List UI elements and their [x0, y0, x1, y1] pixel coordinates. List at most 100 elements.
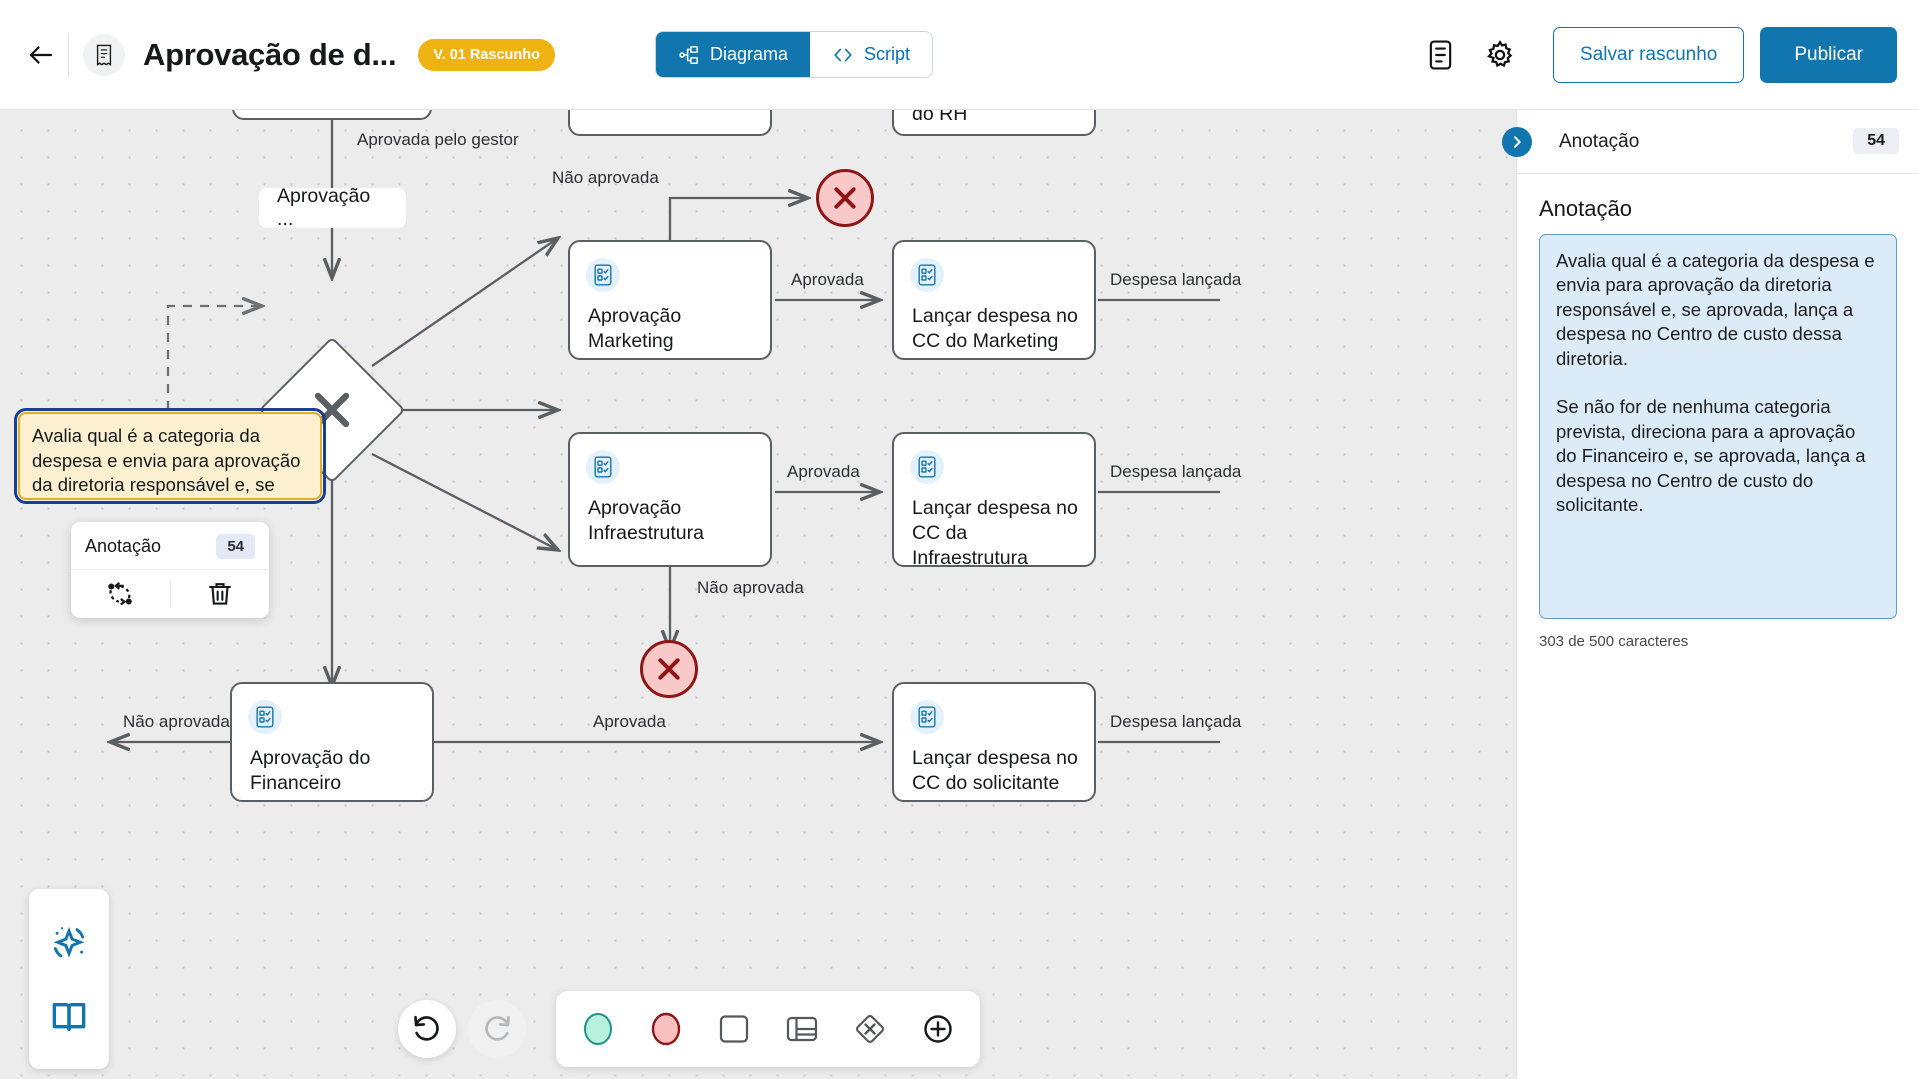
trash-icon: [208, 583, 231, 605]
tab-script-label: Script: [864, 44, 911, 64]
settings-button[interactable]: [1475, 30, 1525, 80]
gateway-shape-button[interactable]: [842, 1001, 898, 1057]
edge-label-aprovada-marketing: Aprovada: [791, 270, 864, 289]
character-counter: 303 de 500 caracteres: [1539, 633, 1689, 650]
edge-label-nao-aprovada-financeiro: Não aprovada: [123, 712, 230, 731]
redo-button[interactable]: [468, 1000, 526, 1058]
view-mode-toggle: Diagrama Script: [655, 31, 934, 78]
redo-icon: [485, 1015, 510, 1041]
collapse-panel-button[interactable]: [1502, 127, 1532, 157]
delete-button[interactable]: [171, 570, 270, 618]
reconnect-button[interactable]: [71, 570, 170, 618]
edge-label-aprovada-pelo-gestor: Aprovada pelo gestor: [357, 130, 519, 149]
annotation-popover-title: Anotação: [85, 536, 162, 556]
annotation-note[interactable]: Avalia qual é a categoria da despesa e e…: [14, 408, 326, 504]
tab-diagrama[interactable]: Diagrama: [656, 32, 811, 77]
node-top-right[interactable]: do RH: [892, 110, 1096, 136]
edge-label-despesa-lancada-marketing: Despesa lançada: [1110, 270, 1242, 289]
diagram-canvas[interactable]: do RH Aprovação ...: [0, 110, 1516, 1079]
tab-diagrama-label: Diagrama: [710, 44, 789, 64]
node-label: Lançar despesa no CC do solicitante: [912, 747, 1078, 794]
form-check-icon: [586, 450, 620, 484]
lane-icon: [786, 1016, 818, 1042]
version-badge: V. 01 Rascunho: [418, 38, 555, 71]
annotation-popover: Anotação 54: [71, 522, 269, 618]
header-actions: Salvar rascunho Publicar: [1415, 0, 1897, 110]
node-label: Lançar despesa no CC do Marketing: [912, 305, 1078, 352]
arrow-left-icon: [29, 45, 53, 64]
node-aprovacao-infraestrutura[interactable]: Aprovação Infraestrutura: [568, 432, 772, 567]
node-aprovacao-marketing[interactable]: Aprovação Marketing: [568, 240, 772, 360]
node-label: Aprovação Marketing: [588, 305, 682, 352]
gateway-diamond-icon: [856, 1015, 884, 1043]
app-header: Aprovação de d... V. 01 Rascunho Diagram…: [0, 0, 1919, 110]
end-event-shape-button[interactable]: [638, 1001, 694, 1057]
edge-label-aprovada-infra: Aprovada: [787, 462, 860, 481]
chevron-right-icon: [1514, 136, 1521, 148]
document-type-icon-wrap: [83, 33, 125, 76]
node-aprovacao-short[interactable]: Aprovação ...: [259, 185, 406, 230]
save-draft-button[interactable]: Salvar rascunho: [1553, 27, 1745, 83]
edge-label-nao-aprovada-infra: Não aprovada: [697, 578, 804, 597]
node-top-right-label: do RH: [912, 110, 968, 125]
lane-shape-button[interactable]: [774, 1001, 830, 1057]
end-event-top[interactable]: [816, 169, 874, 227]
start-event-shape-button[interactable]: [570, 1001, 626, 1057]
header-divider: [68, 32, 69, 77]
node-aprovacao-financeiro[interactable]: Aprovação do Financeiro: [230, 682, 434, 802]
start-event-circle-icon: [584, 1013, 612, 1045]
node-lancar-solicitante[interactable]: Lançar despesa no CC do solicitante: [892, 682, 1096, 802]
receipt-icon: [96, 44, 112, 66]
task-rect-icon: [719, 1015, 749, 1043]
edge-label-despesa-lancada-infra: Despesa lançada: [1110, 462, 1242, 481]
add-shape-button[interactable]: [910, 1001, 966, 1057]
gear-icon: [1487, 40, 1513, 68]
publish-button[interactable]: Publicar: [1760, 27, 1897, 83]
edge-label-aprovada-financeiro: Aprovada: [593, 712, 666, 731]
node-top-mid[interactable]: [568, 110, 772, 136]
document-list-icon: [1429, 40, 1451, 70]
annotation-field-label: Anotação: [1539, 196, 1632, 221]
node-lancar-infraestrutura[interactable]: Lançar despesa no CC da Infraestrutura: [892, 432, 1096, 569]
annotation-panel-header: Anotação 54: [1502, 110, 1919, 174]
annotation-panel-count: 54: [1853, 128, 1899, 154]
form-check-icon: [586, 258, 620, 292]
page-title: Aprovação de d...: [143, 36, 397, 72]
end-event-infra[interactable]: [640, 640, 698, 698]
canvas-bottom-toolbar: [398, 991, 980, 1067]
annotation-panel: Anotação 54 Anotação 303 de 500 caracter…: [1502, 110, 1919, 1079]
annotation-popover-header: Anotação 54: [71, 522, 269, 570]
reconnect-icon: [108, 582, 132, 606]
node-label: Aprovação do Financeiro: [250, 747, 371, 794]
undo-button[interactable]: [398, 1000, 456, 1058]
left-tool-dock: [29, 889, 109, 1069]
task-shape-button[interactable]: [706, 1001, 762, 1057]
undo-icon: [414, 1015, 439, 1041]
popover-separator: [169, 580, 171, 608]
annotation-panel-title: Anotação: [1559, 130, 1640, 152]
shape-palette: [556, 991, 980, 1067]
tab-script[interactable]: Script: [810, 32, 933, 77]
back-button[interactable]: [18, 32, 64, 78]
node-label: Lançar despesa no CC da Infraestrutura: [912, 497, 1078, 569]
node-lancar-marketing[interactable]: Lançar despesa no CC do Marketing: [892, 240, 1096, 360]
x-end-icon: [834, 187, 856, 209]
form-check-icon: [910, 258, 944, 292]
x-end-icon: [658, 658, 680, 680]
annotation-popover-count: 54: [216, 534, 255, 559]
ai-sparkle-icon: [53, 926, 85, 958]
annotation-popover-actions: [71, 570, 269, 618]
node-top-left[interactable]: [232, 110, 432, 120]
document-list-button[interactable]: [1415, 30, 1465, 80]
form-check-icon: [910, 450, 944, 484]
ai-assistant-button[interactable]: [48, 922, 90, 964]
edge-label-despesa-lancada-solicitante: Despesa lançada: [1110, 712, 1242, 731]
add-plus-icon: [924, 1015, 952, 1043]
book-icon: [52, 1002, 86, 1031]
edge-label-nao-aprovada-marketing: Não aprovada: [552, 168, 659, 187]
annotation-textarea[interactable]: [1539, 234, 1897, 619]
documentation-button[interactable]: [49, 997, 89, 1037]
end-event-circle-icon: [651, 1012, 681, 1046]
annotation-panel-body: Anotação 303 de 500 caracteres: [1517, 174, 1919, 650]
